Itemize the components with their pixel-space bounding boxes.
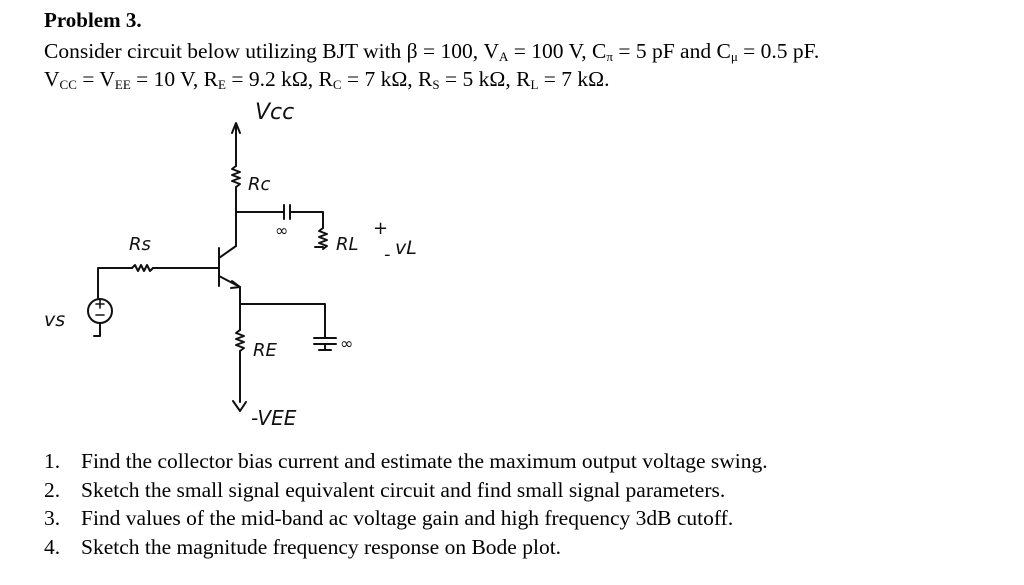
task-number: 4. bbox=[44, 534, 61, 559]
task-number: 3. bbox=[44, 506, 61, 530]
problem-statement-line-1: Consider circuit below utilizing BJT wit… bbox=[44, 39, 820, 64]
rl-label: RL bbox=[336, 234, 359, 255]
rs-resistor bbox=[131, 264, 154, 272]
re-resistor bbox=[235, 329, 245, 352]
vs-label: vs bbox=[44, 309, 65, 331]
task-item: 1. Find the collector bias current and es… bbox=[44, 449, 768, 478]
task-text: Sketch the small signal equivalent circu… bbox=[81, 477, 726, 502]
re-label: RE bbox=[253, 340, 278, 361]
bjt-collector-leg bbox=[218, 245, 237, 259]
rl-resistor bbox=[318, 227, 328, 250]
task-item: 2. Sketch the small signal equivalent cir… bbox=[44, 478, 768, 507]
task-number: 2. bbox=[44, 477, 61, 502]
problem-statement-line-2: VCC = VEE = 10 V, RE = 9.2 kΩ, RC = 7 kΩ… bbox=[44, 67, 610, 92]
task-text: Find the collector bias current and esti… bbox=[81, 449, 768, 473]
output-minus-label: - bbox=[384, 244, 391, 265]
source-wire bbox=[97, 267, 133, 299]
vee-label: -VEE bbox=[251, 406, 297, 430]
rs-label: Rs bbox=[129, 234, 151, 255]
source-ground-wire bbox=[93, 322, 101, 337]
bypass-capacitor-infinity-label: ∞ bbox=[340, 334, 353, 353]
task-text: Sketch the magnitude frequency response … bbox=[81, 534, 562, 559]
task-number: 1. bbox=[44, 449, 61, 473]
vl-label: vL bbox=[395, 237, 417, 259]
task-list: 1. Find the collector bias current and es… bbox=[44, 449, 768, 563]
task-text: Find values of the mid-band ac voltage g… bbox=[81, 506, 734, 530]
rl-wire bbox=[290, 211, 324, 229]
problem-title: Problem 3. bbox=[44, 8, 142, 32]
rc-label: Rc bbox=[248, 174, 271, 195]
bjt-emitter-arrow bbox=[230, 280, 241, 289]
rc-resistor bbox=[231, 165, 241, 188]
vee-terminal-arrow bbox=[232, 400, 247, 412]
task-item: 4. Sketch the magnitude frequency respons… bbox=[44, 535, 768, 564]
vcc-label: Vcc bbox=[255, 100, 294, 125]
output-plus-label: + bbox=[373, 218, 388, 239]
task-item: 3. Find values of the mid-band ac voltage… bbox=[44, 506, 768, 535]
coupling-capacitor-infinity-label: ∞ bbox=[275, 221, 288, 240]
bypass-wire bbox=[239, 303, 326, 339]
